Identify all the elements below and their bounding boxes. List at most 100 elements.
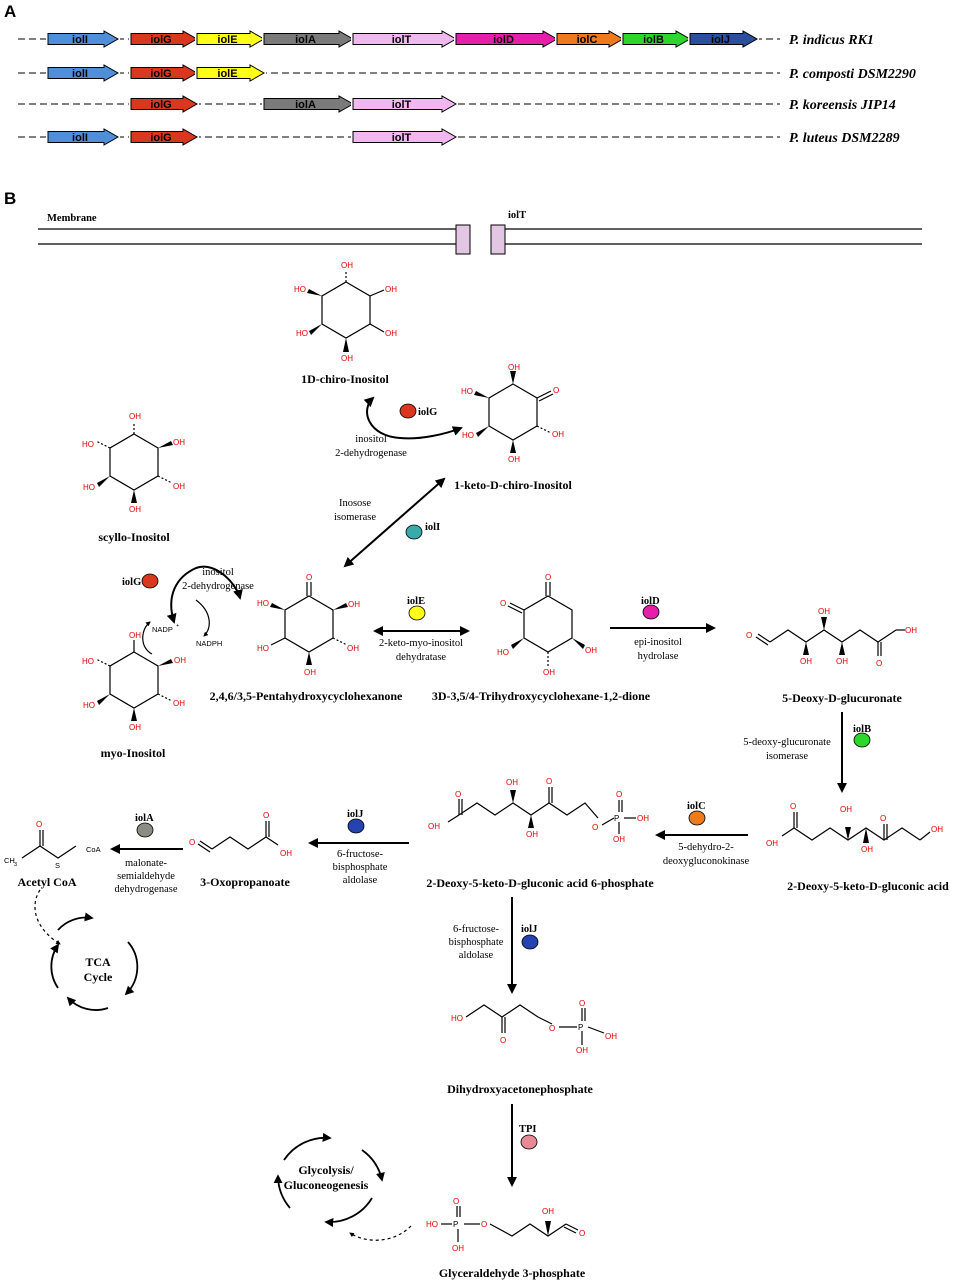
gene-label: iolE (217, 34, 237, 46)
gene-label: iolG (150, 34, 171, 46)
svg-text:OH: OH (552, 430, 564, 439)
arrow-g3p-glycolysis (349, 1225, 412, 1241)
compound-myo-inositol: OH OH OH OH HO HO myo-Inositol (82, 631, 186, 760)
svg-text:OH: OH (585, 646, 597, 655)
svg-text:NADP: NADP (152, 625, 173, 634)
compound-label: scyllo-Inositol (98, 530, 170, 544)
iold-marker-dot (642, 604, 660, 620)
svg-text:OH: OH (508, 363, 520, 372)
svg-text:OH: OH (766, 839, 778, 848)
gene-label: iolG (150, 132, 171, 144)
svg-text:aldolase: aldolase (343, 875, 378, 886)
arrow-chiro-to-ketochiro (363, 396, 463, 440)
species-label: P. indicus RK1 (789, 33, 874, 48)
gene-arrow-ioli (47, 128, 120, 146)
arrow-myo-penta-scyllo (166, 565, 243, 624)
gene-label: iolI (72, 34, 88, 46)
svg-text:iolG: iolG (418, 407, 437, 418)
svg-text:OH: OH (348, 600, 360, 609)
gene-arrow-iolc (556, 30, 625, 48)
gene-label: iolB (643, 34, 664, 46)
gene-arrow-iolj (689, 30, 759, 48)
svg-text:O: O (453, 1197, 459, 1206)
gene-label: iolG (150, 68, 171, 80)
species-label: P. koreensis JIP14 (789, 98, 896, 113)
svg-text:S: S (55, 861, 60, 870)
compound-trihydroxycyclohexanedione: O O OH OH HO 3D-3,5/4-Trihydroxycyclohex… (432, 573, 651, 703)
svg-text:2-keto-myo-inositol: 2-keto-myo-inositol (379, 638, 463, 649)
iolg-marker-dot-left (141, 573, 159, 589)
arrow-acetylcoa-tca (34, 889, 61, 945)
svg-text:OH: OH (905, 626, 917, 635)
svg-text:+: + (176, 623, 179, 629)
compound-oxopropanoate: O O OH 3-Oxopropanoate (189, 811, 292, 889)
svg-text:OH: OH (861, 845, 873, 854)
svg-text:iolE: iolE (407, 596, 425, 607)
gene-arrow-iold (455, 30, 559, 48)
svg-text:malonate-: malonate- (125, 858, 167, 869)
compound-label: 2,4,6/3,5-Pentahydroxycyclohexanone (210, 689, 403, 703)
iolc-marker-dot (688, 810, 706, 826)
svg-text:OH: OH (800, 657, 812, 666)
gene-arrow-iolt (352, 95, 458, 113)
svg-text:HO: HO (257, 599, 269, 608)
gene-arrow-iolt (352, 30, 458, 48)
svg-text:iolJ: iolJ (521, 924, 537, 935)
gene-label: iolA (295, 99, 316, 111)
svg-text:O: O (880, 814, 886, 823)
iola-marker-dot (136, 822, 154, 838)
gene-label: iolI (72, 132, 88, 144)
gene-arrow-iolg (130, 30, 199, 48)
compound-label: Dihydroxyacetonephosphate (447, 1082, 593, 1096)
svg-text:HO: HO (83, 483, 95, 492)
arrow-nadph-out (195, 599, 210, 637)
svg-text:Cycle: Cycle (84, 970, 113, 984)
gene-label: iolE (217, 68, 237, 80)
svg-text:dehydratase: dehydratase (396, 652, 446, 663)
svg-text:aldolase: aldolase (459, 950, 494, 961)
svg-text:O: O (579, 1229, 585, 1238)
svg-text:OH: OH (576, 1046, 588, 1055)
svg-text:CH: CH (4, 856, 15, 865)
compound-label: Acetyl CoA (18, 875, 77, 889)
svg-text:OH: OH (508, 455, 520, 464)
svg-text:Glycolysis/: Glycolysis/ (298, 1163, 354, 1177)
svg-text:HO: HO (296, 329, 308, 338)
svg-text:deoxygluconokinase: deoxygluconokinase (663, 856, 750, 867)
svg-text:TPI: TPI (519, 1124, 537, 1135)
svg-text:OH: OH (605, 1032, 617, 1041)
compound-label: 5-Deoxy-D-glucuronate (782, 691, 902, 705)
svg-text:OH: OH (526, 830, 538, 839)
species-label: P. luteus DSM2289 (789, 131, 900, 146)
ioli-marker-dot (405, 524, 423, 540)
enzyme-labels: inositol 2-dehydrogenase Inosose isomera… (115, 434, 832, 961)
svg-text:O: O (616, 790, 622, 799)
svg-text:5-deoxy-glucuronate: 5-deoxy-glucuronate (743, 737, 831, 748)
svg-text:OH: OH (304, 668, 316, 677)
svg-text:P: P (614, 814, 619, 823)
svg-text:2-dehydrogenase: 2-dehydrogenase (182, 581, 254, 592)
svg-text:OH: OH (174, 656, 186, 665)
svg-text:OH: OH (129, 505, 141, 514)
svg-text:2-dehydrogenase: 2-dehydrogenase (335, 448, 407, 459)
svg-text:O: O (579, 999, 585, 1008)
svg-text:5-dehydro-2-: 5-dehydro-2- (678, 842, 734, 853)
svg-text:bisphosphate: bisphosphate (333, 862, 388, 873)
svg-text:OH: OH (173, 482, 185, 491)
svg-text:isomerase: isomerase (334, 512, 376, 523)
svg-text:O: O (500, 1036, 506, 1045)
svg-text:O: O (876, 659, 882, 668)
tca-cycle: TCA Cycle (50, 912, 139, 1011)
gene-arrow-iolb (622, 30, 692, 48)
svg-text:HO: HO (257, 644, 269, 653)
svg-text:O: O (455, 790, 461, 799)
panel-label-a: A (4, 2, 16, 21)
gene-arrow-ioli (47, 64, 120, 82)
svg-text:6-fructose-: 6-fructose- (337, 849, 384, 860)
iolj-marker-dot (347, 818, 365, 834)
arrow-nadp-in (142, 621, 153, 655)
gene-arrow-iolg (130, 128, 199, 146)
